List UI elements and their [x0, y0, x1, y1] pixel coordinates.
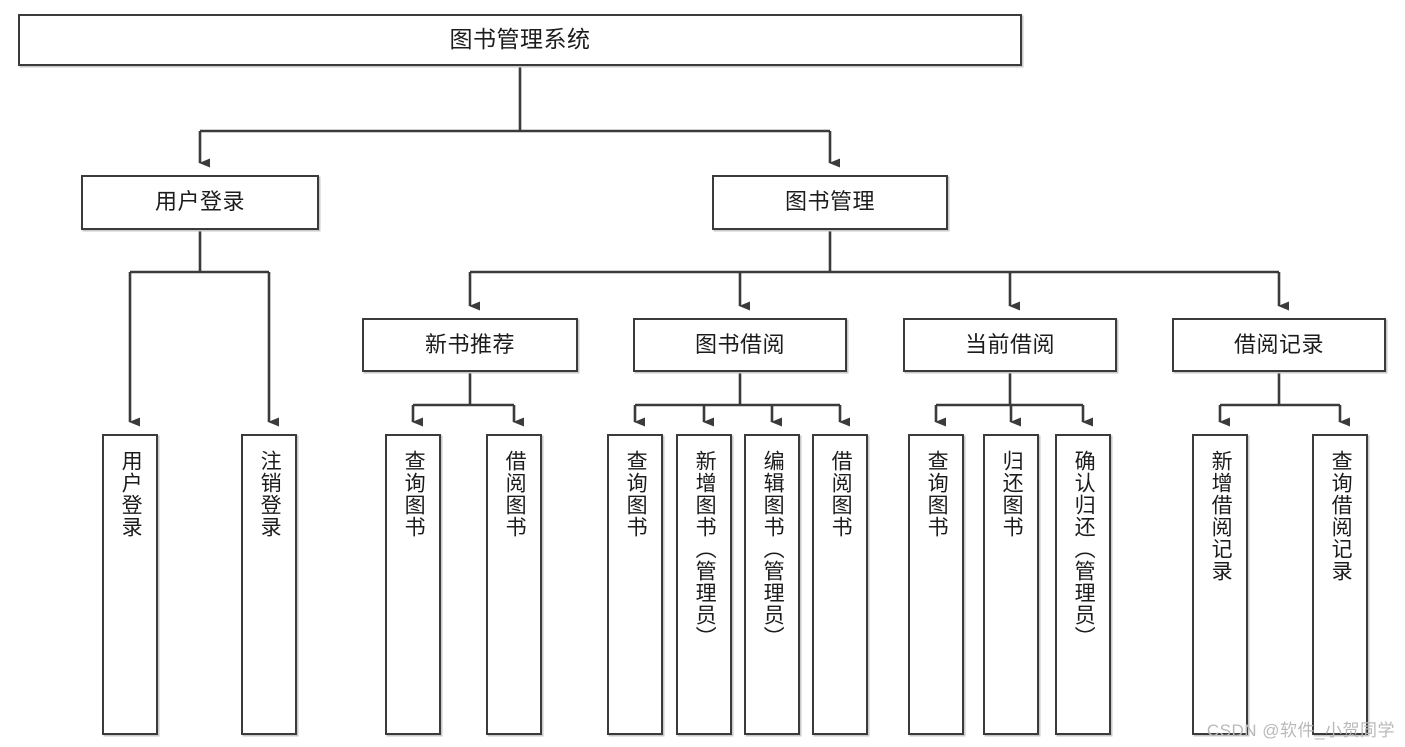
node-leaf-query-book-recommend-label: 查询图书 — [402, 450, 426, 538]
node-new-book-recommend-label: 新书推荐 — [424, 331, 515, 357]
node-root[interactable]: 图书管理系统 — [18, 14, 1022, 66]
csdn-watermark: CSDN @软件_小贺同学 — [1206, 721, 1395, 740]
node-leaf-user-login[interactable]: 用户登录 — [102, 434, 158, 735]
node-leaf-edit-book-label: 编辑图书（管理员） — [761, 450, 785, 648]
node-leaf-logout-label: 注销登录 — [258, 450, 282, 538]
node-borrow-record[interactable]: 借阅记录 — [1172, 318, 1386, 372]
node-leaf-borrow-book[interactable]: 借阅图书 — [812, 434, 868, 735]
node-leaf-confirm-return[interactable]: 确认归还（管理员） — [1055, 434, 1111, 735]
node-leaf-add-borrow-record-label: 新增借阅记录 — [1209, 450, 1233, 582]
node-book-manage[interactable]: 图书管理 — [712, 175, 948, 230]
node-user-login[interactable]: 用户登录 — [81, 175, 319, 230]
node-leaf-query-borrow-record-label: 查询借阅记录 — [1329, 450, 1353, 582]
node-user-login-label: 用户登录 — [154, 189, 245, 215]
node-leaf-query-borrow-record[interactable]: 查询借阅记录 — [1312, 434, 1368, 735]
node-leaf-logout[interactable]: 注销登录 — [241, 434, 297, 735]
node-leaf-return-book-label: 归还图书 — [1000, 450, 1024, 538]
node-leaf-confirm-return-label: 确认归还（管理员） — [1072, 450, 1096, 648]
node-leaf-add-borrow-record[interactable]: 新增借阅记录 — [1192, 434, 1248, 735]
node-leaf-borrow-book-recommend-label: 借阅图书 — [503, 450, 527, 538]
node-leaf-query-book-current[interactable]: 查询图书 — [908, 434, 964, 735]
node-leaf-return-book[interactable]: 归还图书 — [983, 434, 1039, 735]
node-leaf-query-book-borrow[interactable]: 查询图书 — [607, 434, 663, 735]
node-book-borrow[interactable]: 图书借阅 — [633, 318, 847, 372]
node-leaf-borrow-book-recommend[interactable]: 借阅图书 — [486, 434, 542, 735]
node-borrow-record-label: 借阅记录 — [1233, 331, 1324, 357]
node-leaf-user-login-label: 用户登录 — [119, 450, 143, 538]
node-leaf-query-book-recommend[interactable]: 查询图书 — [385, 434, 441, 735]
node-current-borrow[interactable]: 当前借阅 — [903, 318, 1117, 372]
node-new-book-recommend[interactable]: 新书推荐 — [362, 318, 578, 372]
node-leaf-add-book[interactable]: 新增图书（管理员） — [676, 434, 732, 735]
node-leaf-query-book-current-label: 查询图书 — [925, 450, 949, 538]
node-leaf-edit-book[interactable]: 编辑图书（管理员） — [744, 434, 800, 735]
node-book-manage-label: 图书管理 — [784, 189, 875, 215]
node-leaf-add-book-label: 新增图书（管理员） — [693, 450, 717, 648]
node-leaf-borrow-book-label: 借阅图书 — [829, 450, 853, 538]
node-leaf-query-book-borrow-label: 查询图书 — [624, 450, 648, 538]
node-root-label: 图书管理系统 — [449, 26, 591, 53]
node-current-borrow-label: 当前借阅 — [964, 331, 1055, 357]
node-book-borrow-label: 图书借阅 — [694, 331, 785, 357]
